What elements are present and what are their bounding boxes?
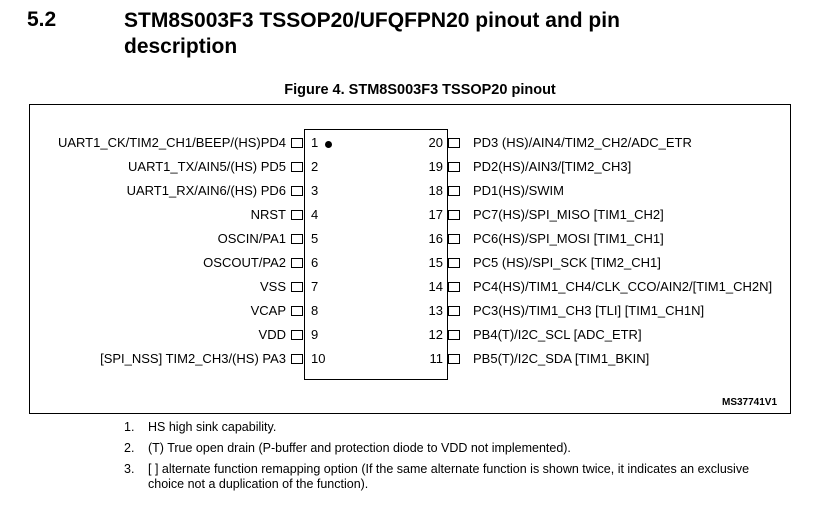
right-pin-number: 11 [429, 351, 444, 366]
figure-frame [29, 104, 791, 414]
left-pin-lead [291, 330, 303, 340]
left-pin-lead [291, 282, 303, 292]
figure-notes: 1. HS high sink capability. 2. (T) True … [124, 420, 764, 498]
figure-id: MS37741V1 [722, 397, 778, 408]
left-pin-number: 5 [311, 231, 319, 246]
right-pin-label: PB5(T)/I2C_SDA [TIM1_BKIN] [473, 351, 650, 366]
left-pin-lead [291, 354, 303, 364]
right-pin-number: 13 [428, 303, 443, 318]
right-pin-lead [448, 234, 460, 244]
left-pin-lead [291, 138, 303, 148]
note-number: 2. [124, 441, 135, 455]
right-pin-lead [448, 330, 460, 340]
left-pin-number: 8 [311, 303, 319, 318]
right-pin-number: 18 [428, 183, 443, 198]
section-number: 5.2 [27, 8, 57, 31]
note-item: 2. (T) True open drain (P-buffer and pro… [124, 441, 764, 456]
left-pin-lead [291, 186, 303, 196]
right-pin-label: PD1(HS)/SWIM [473, 183, 564, 198]
right-pin-number: 19 [428, 159, 443, 174]
left-pin-number: 6 [311, 255, 319, 270]
left-pin-label: OSCOUT/PA2 [203, 255, 286, 270]
figure-caption: Figure 4. STM8S003F3 TSSOP20 pinout [284, 82, 556, 98]
right-pin-lead [448, 186, 460, 196]
note-text: HS high sink capability. [148, 420, 277, 434]
right-pin-number: 15 [428, 255, 443, 270]
right-pin-number: 20 [428, 135, 443, 150]
right-pin-label: PD3 (HS)/AIN4/TIM2_CH2/ADC_ETR [473, 135, 692, 150]
chip-body [304, 129, 448, 380]
right-pin-lead [448, 282, 460, 292]
right-pin-lead [448, 306, 460, 316]
section-title-line1: STM8S003F3 TSSOP20/UFQFPN20 pinout and p… [124, 9, 620, 32]
right-pin-lead [448, 354, 460, 364]
right-pin-number: 14 [428, 279, 443, 294]
left-pin-lead [291, 210, 303, 220]
section-title-line2: description [124, 35, 238, 58]
right-pin-lead [448, 210, 460, 220]
note-item: 3. [ ] alternate function remapping opti… [124, 462, 764, 492]
left-pin-number: 4 [311, 207, 319, 222]
left-pin-label: VSS [259, 279, 286, 294]
note-item: 1. HS high sink capability. [124, 420, 764, 435]
left-pin-lead [291, 234, 303, 244]
right-pin-lead [448, 162, 460, 172]
right-pin-label: PC6(HS)/SPI_MOSI [TIM1_CH1] [473, 231, 664, 246]
left-pin-label: UART1_RX/AIN6/(HS) PD6 [126, 183, 286, 198]
left-pin-label: UART1_TX/AIN5/(HS) PD5 [128, 159, 286, 174]
right-pin-label: PB4(T)/I2C_SCL [ADC_ETR] [473, 327, 642, 342]
left-pin-number: 3 [311, 183, 319, 198]
section-title: STM8S003F3 TSSOP20/UFQFPN20 pinout and p… [124, 8, 620, 60]
note-text: [ ] alternate function remapping option … [148, 462, 750, 491]
right-pin-number: 17 [428, 207, 443, 222]
right-pin-label: PD2(HS)/AIN3/[TIM2_CH3] [473, 159, 632, 174]
right-pin-label: PC3(HS)/TIM1_CH3 [TLI] [TIM1_CH1N] [473, 303, 705, 318]
right-pin-lead [448, 258, 460, 268]
left-pin-number: 7 [311, 279, 319, 294]
right-pin-label: PC7(HS)/SPI_MISO [TIM1_CH2] [473, 207, 664, 222]
left-pin-number: 10 [311, 351, 326, 366]
left-pin-label: VDD [258, 327, 286, 342]
left-pin-label: OSCIN/PA1 [217, 231, 286, 246]
left-pin-lead [291, 162, 303, 172]
left-pin-label: UART1_CK/TIM2_CH1/BEEP/(HS)PD4 [57, 135, 286, 150]
left-pin-lead [291, 258, 303, 268]
left-pin-label: [SPI_NSS] TIM2_CH3/(HS) PA3 [100, 351, 286, 366]
left-pin-number: 2 [311, 159, 319, 174]
left-pin-number: 1 [311, 135, 319, 150]
right-pin-number: 12 [428, 327, 443, 342]
left-pin-number: 9 [311, 327, 319, 342]
right-pin-number: 16 [428, 231, 443, 246]
right-pin-label: PC5 (HS)/SPI_SCK [TIM2_CH1] [473, 255, 661, 270]
left-pin-lead [291, 306, 303, 316]
note-text: (T) True open drain (P-buffer and protec… [148, 441, 571, 455]
left-pin-label: VCAP [250, 303, 286, 318]
right-pin-lead [448, 138, 460, 148]
note-number: 3. [124, 462, 135, 476]
right-pin-label: PC4(HS)/TIM1_CH4/CLK_CCO/AIN2/[TIM1_CH2N… [473, 279, 773, 294]
pin1-marker-dot [325, 141, 332, 148]
note-number: 1. [124, 420, 135, 434]
left-pin-label: NRST [250, 207, 286, 222]
